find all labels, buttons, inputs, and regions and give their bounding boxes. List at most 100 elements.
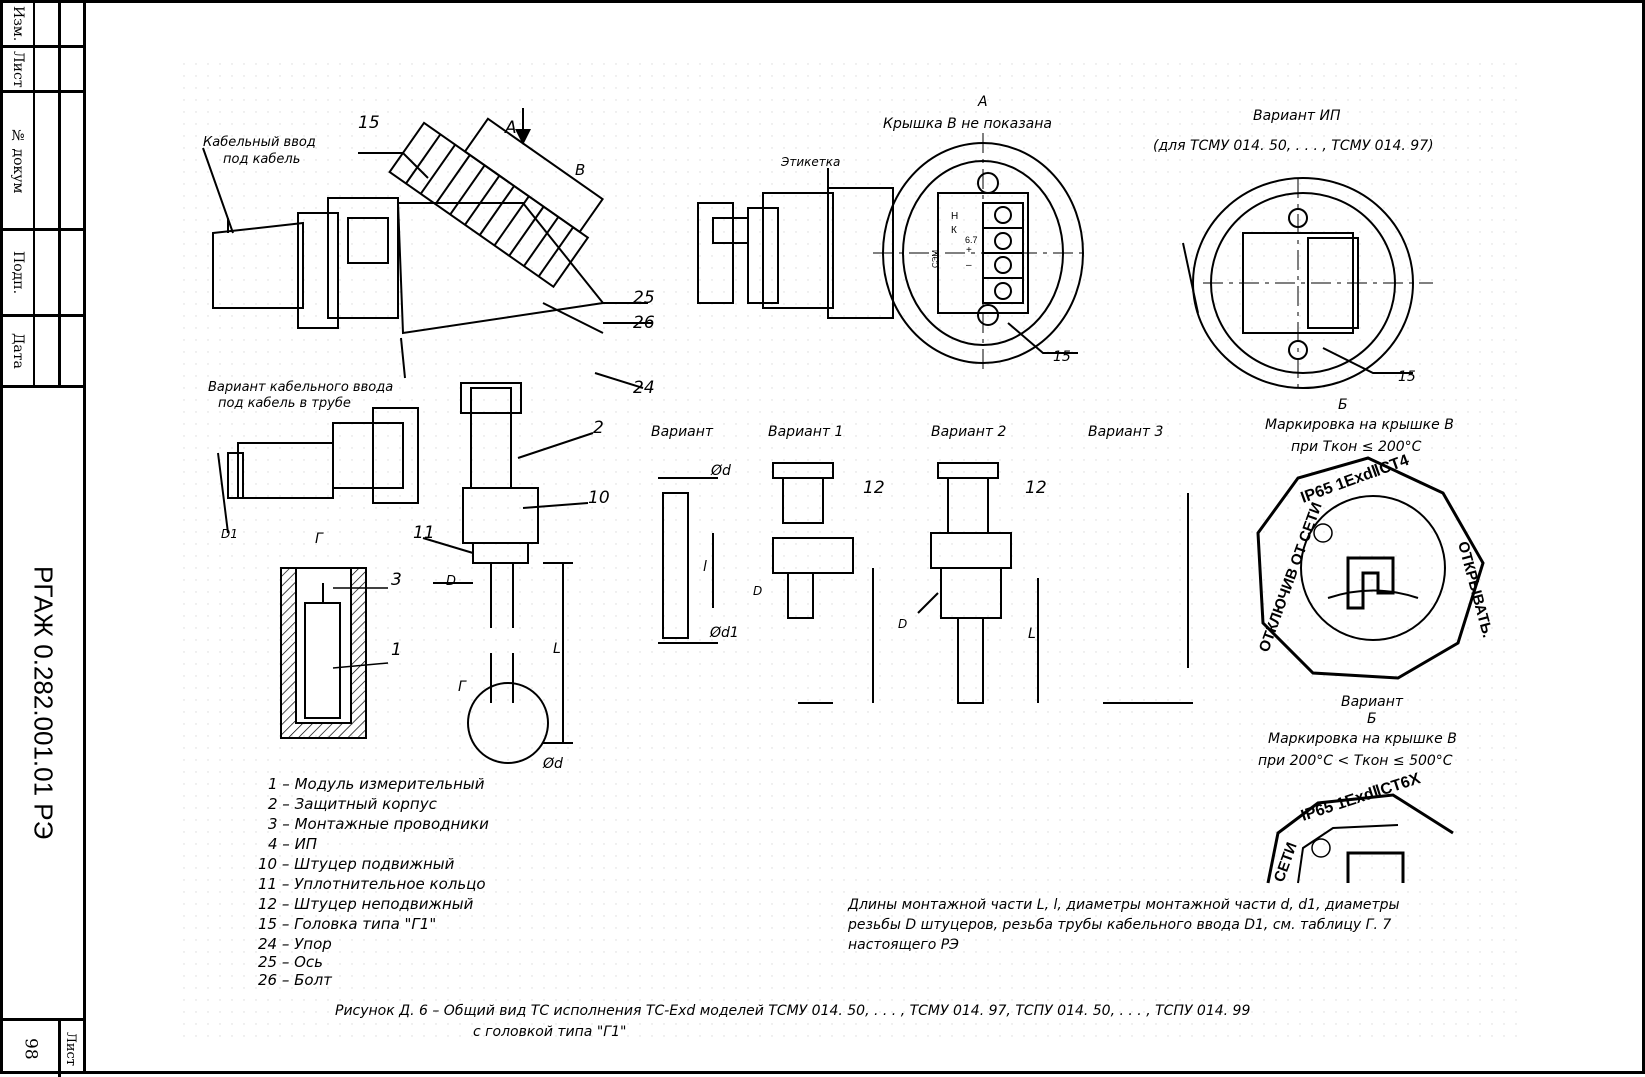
variants-view — [658, 462, 1193, 704]
general-note: Длины монтажной части L, l, диаметры мон… — [847, 897, 1400, 953]
legend-item: 24 – Упор — [258, 935, 332, 953]
label: В — [575, 161, 585, 179]
label: D — [898, 617, 907, 631]
document-number-text: РГАЖ 0.282.001.01 РЭ — [28, 566, 59, 840]
callout-3: 3 — [391, 570, 402, 590]
terminal-mark: + — [966, 245, 972, 256]
label: под кабель в трубе — [218, 396, 351, 411]
terminal-mark: – — [966, 260, 972, 271]
legend-item: 4 – ИП — [268, 835, 317, 853]
label: под кабель — [223, 152, 300, 167]
pipe-cable-entry-view — [217, 407, 419, 534]
view-a — [697, 133, 1088, 373]
legend-item: 3 – Монтажные проводники — [268, 815, 489, 833]
main-assembly-view — [202, 108, 653, 764]
label: Вариант кабельного ввода — [208, 380, 393, 395]
callout-2: 2 — [593, 418, 604, 438]
marking-stamp-2 — [1266, 793, 1454, 884]
label: Этикетка — [780, 155, 840, 169]
detail-circle-g — [467, 682, 549, 764]
page-number: 98 — [20, 1038, 41, 1060]
label: при Ткон ≤ 200°С — [1291, 439, 1422, 455]
drawing-labels: Кабельный ввод под кабель А В Вариант ка… — [203, 94, 1457, 772]
terminal-mark: Н — [951, 211, 958, 222]
sidebar-label: Лист — [10, 50, 26, 88]
title-block-sidebar: Изм. Лист № докум Подп. Дата РГАЖ 0.282.… — [3, 3, 83, 1077]
label: L — [1028, 626, 1036, 642]
document-number: РГАЖ 0.282.001.01 РЭ — [3, 388, 83, 1018]
label: Вариант ИП — [1253, 108, 1341, 124]
sidebar-cell-doc: № докум — [3, 93, 83, 231]
label: Маркировка на крышке В — [1268, 731, 1457, 747]
label: Г — [458, 679, 467, 695]
note-line: резьбы D штуцеров, резьба трубы кабельно… — [847, 917, 1391, 933]
legend-item: 2 – Защитный корпус — [268, 795, 438, 813]
label: D — [753, 584, 762, 598]
sidebar-label: Подп. — [10, 250, 26, 295]
note-line: настоящего РЭ — [848, 937, 959, 953]
sidebar-cell-podp: Подп. — [3, 231, 83, 317]
label: (для ТСМУ 014. 50, . . . , ТСМУ 014. 97) — [1153, 138, 1434, 154]
callout-15: 15 — [358, 113, 380, 133]
callout-12: 12 — [1025, 478, 1047, 498]
label: Вариант 2 — [931, 424, 1007, 440]
label: Крышка В не показана — [883, 116, 1052, 132]
sidebar-label: Дата — [10, 333, 26, 369]
label: D1 — [221, 527, 238, 541]
variant-ip-view — [1182, 177, 1433, 393]
legend-item: 1 – Модуль измерительный — [268, 775, 485, 793]
label: Маркировка на крышке В — [1265, 417, 1454, 433]
variant-rod — [662, 492, 689, 639]
figure-caption: Рисунок Д. 6 – Общий вид ТС исполнения Т… — [335, 1003, 1250, 1040]
sidebar-cell-data: Дата — [3, 317, 83, 388]
legend-item: 15 – Головка типа "Г1" — [258, 915, 436, 933]
note-line: Длины монтажной части L, l, диаметры мон… — [847, 897, 1400, 913]
legend-item: 12 – Штуцер неподвижный — [258, 895, 474, 913]
callout-15: 15 — [1053, 349, 1071, 365]
label: Кабельный ввод — [203, 135, 316, 150]
head-cover — [388, 117, 605, 289]
caption-line: Рисунок Д. 6 – Общий вид ТС исполнения Т… — [335, 1003, 1250, 1019]
label: Ød — [710, 463, 731, 479]
sidebar-cell-list: Лист — [3, 48, 83, 93]
callout-25: 25 — [633, 288, 655, 308]
label: Б — [1367, 711, 1377, 727]
label: А — [977, 94, 988, 110]
callout-11: 11 — [413, 523, 435, 543]
label: Б — [1338, 397, 1348, 413]
label: l — [703, 559, 707, 575]
callout-numbers: 15 25 26 24 2 10 11 3 1 12 12 15 15 — [358, 113, 1416, 660]
sidebar-label: Изм. — [10, 6, 26, 42]
sidebar-label: № докум — [10, 127, 26, 194]
sheet-label: Лист — [63, 1032, 78, 1066]
technical-drawing: 15 25 26 24 2 10 11 3 1 12 12 15 15 Кабе… — [173, 63, 1518, 1043]
marking-stamp-1 — [1256, 456, 1485, 680]
label: L — [553, 641, 561, 657]
label: D — [446, 574, 456, 589]
label: при 200°С < Ткон ≤ 500°С — [1258, 753, 1453, 769]
label: Вариант 3 — [1088, 424, 1163, 440]
label: Г — [315, 531, 324, 547]
callout-12: 12 — [863, 478, 885, 498]
callout-1: 1 — [391, 640, 402, 660]
legend-item: 10 – Штуцер подвижный — [258, 855, 455, 873]
terminal-mark: СЭМ — [931, 250, 940, 268]
label: Вариант 1 — [768, 424, 843, 440]
legend: 1 – Модуль измерительный 2 – Защитный ко… — [258, 775, 489, 989]
terminal-marks: К Н + – 6.7 СЭМ — [931, 211, 978, 271]
terminal-mark: К — [951, 225, 957, 236]
callout-10: 10 — [588, 488, 610, 508]
terminal-mark: 6.7 — [965, 235, 978, 245]
label: Ød — [542, 756, 563, 772]
legend-item: 25 – Ось — [258, 953, 323, 971]
label: А — [504, 118, 517, 138]
callout-26: 26 — [633, 313, 655, 333]
label: Вариант — [1341, 694, 1404, 710]
drawing-frame — [83, 3, 1645, 1074]
callout-15: 15 — [1398, 369, 1416, 385]
label: Вариант — [651, 424, 714, 440]
legend-item: 11 – Уплотнительное кольцо — [258, 875, 486, 893]
callout-24: 24 — [633, 378, 655, 398]
legend-item: 26 – Болт — [258, 971, 333, 989]
